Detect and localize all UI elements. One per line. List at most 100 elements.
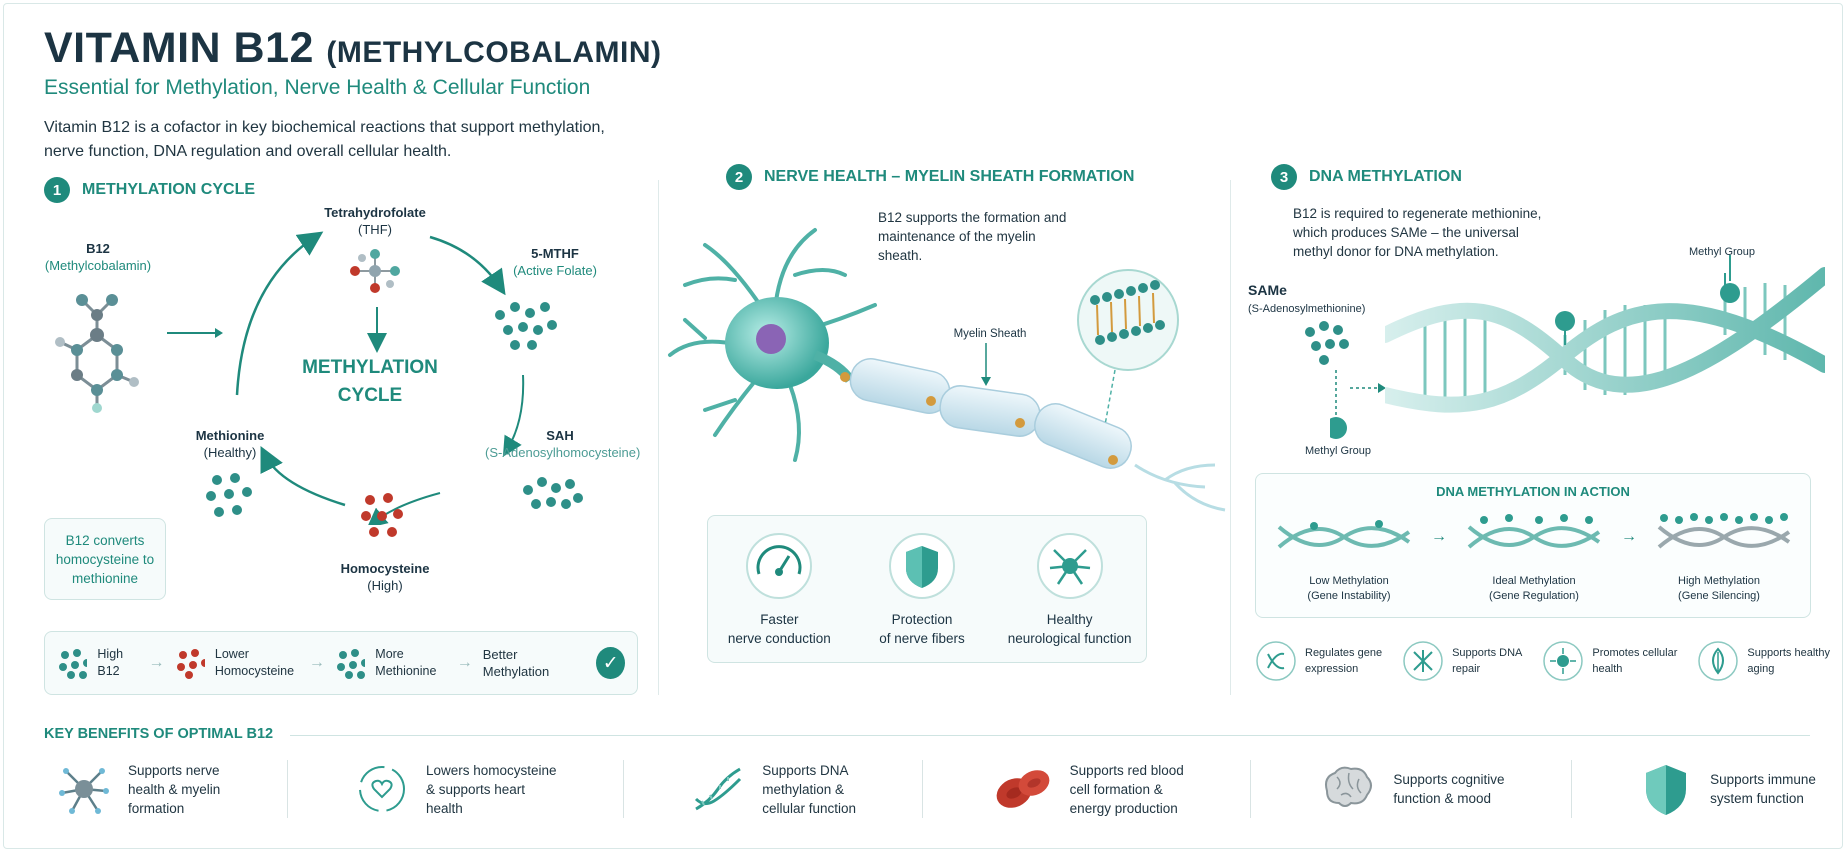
methyl-group-bottom-label: Methyl Group <box>1304 445 1372 457</box>
benefit-divider-4 <box>1250 760 1252 818</box>
brain-icon <box>1325 766 1373 807</box>
thf-label: Tetrahydrofolate (THF) <box>300 204 450 238</box>
methyl-connector <box>1330 370 1386 439</box>
dna-feature-1-l2: expression <box>1305 663 1359 675</box>
membrane-zoom-circle <box>1077 269 1179 371</box>
dna-feature-4: Supports healthy aging <box>1697 640 1830 682</box>
nerve-benefit-3-l1: Healthy <box>1046 612 1093 627</box>
benefit-divider-3 <box>922 760 924 818</box>
flow-arrow-2: → <box>308 654 325 671</box>
low-methylation-dna-icon <box>1277 520 1411 549</box>
key-benefit-5-l2: function & mood <box>1393 791 1491 806</box>
flow-step2-l2: Homocysteine <box>214 664 295 678</box>
thf-desc: (THF) <box>358 222 392 237</box>
title-sub: (METHYLCOBALAMIN) <box>326 36 662 69</box>
same-molecule-icon <box>1305 321 1349 365</box>
methylation-cycle-arrows <box>235 231 525 525</box>
neuron-icon <box>1036 533 1103 599</box>
section3-desc: B12 is required to regenerate methionine… <box>1293 206 1542 259</box>
state-ideal-l2: (Gene Regulation) <box>1489 590 1579 602</box>
homocysteine-desc: (High) <box>367 578 403 593</box>
key-benefit-1-l3: formation <box>128 800 185 816</box>
myelin-sheath-label: Myelin Sheath <box>953 328 1027 340</box>
nerve-benefit-3-l2: neurological function <box>1007 631 1132 646</box>
same-label: SAMe (S-Adenosylmethionine) <box>1248 282 1378 318</box>
section3-number: 3 <box>1271 164 1297 190</box>
dna-states-labels: Low Methylation(Gene Instability) Ideal … <box>1274 574 1794 604</box>
nerve-benefit-2-l2: of nerve fibers <box>879 631 965 646</box>
shield-icon <box>888 533 955 599</box>
page-title: VITAMIN B12 (METHYLCOBALAMIN) <box>44 24 661 73</box>
dna-feature-2-l2: repair <box>1452 663 1481 675</box>
dna-repair-icon <box>1403 641 1443 681</box>
page-subtitle: Essential for Methylation, Nerve Health … <box>44 76 591 99</box>
key-benefit-3-l1: Supports DNA <box>762 762 849 778</box>
key-benefit-4-l1: Supports red blood <box>1069 762 1184 778</box>
intro-text: Vitamin B12 is a cofactor in key biochem… <box>44 119 605 160</box>
cycle-center-line2: CYCLE <box>337 385 403 406</box>
red-blood-cell-icon <box>996 770 1050 808</box>
section3-heading: 3 DNA METHYLATION <box>1271 164 1462 190</box>
homocysteine-name: Homocysteine <box>340 561 430 576</box>
b12-note-box: B12 converts homocysteine to methionine <box>44 518 166 600</box>
key-benefits-title: KEY BENEFITS OF OPTIMAL B12 <box>44 726 274 742</box>
nerve-benefit-1-l2: nerve conduction <box>727 631 831 646</box>
dna-feature-3-l1: Promotes cellular <box>1592 647 1678 659</box>
divider-2 <box>1230 180 1231 695</box>
section2-heading: 2 NERVE HEALTH – MYELIN SHEATH FORMATION <box>726 164 1134 190</box>
dna-feature-2: Supports DNA repair <box>1402 640 1522 682</box>
dna-feature-4-l1: Supports healthy <box>1747 647 1830 659</box>
flow-step2-l1: Lower <box>214 647 249 661</box>
divider-1 <box>658 180 659 695</box>
flow-arrow-1: → <box>148 654 165 671</box>
dna-helix-icon <box>1385 267 1825 413</box>
thf-molecule-icon <box>350 249 400 293</box>
nerve-benefit-1: Faster nerve conduction <box>709 532 849 648</box>
methyl-group-top-icon <box>1720 255 1740 303</box>
dna-feature-1-l1: Regulates gene <box>1305 647 1383 659</box>
state-high-l2: (Gene Silencing) <box>1678 590 1760 602</box>
b12-dots-icon <box>59 649 88 679</box>
dna-feature-3-l2: health <box>1592 663 1623 675</box>
dna-features-row: Regulates gene expression Supports DNA rep… <box>1255 640 1830 682</box>
page-frame <box>3 3 1843 849</box>
state-high-l1: High Methylation <box>1678 575 1760 587</box>
dna-feature-2-l1: Supports DNA <box>1452 647 1523 659</box>
speedometer-icon <box>746 533 813 599</box>
title-main: VITAMIN B12 <box>44 24 314 72</box>
flow-step3-l1: More <box>375 647 404 661</box>
section2-title: NERVE HEALTH – MYELIN SHEATH FORMATION <box>764 168 1135 185</box>
section2-desc: B12 supports the formation and maintenan… <box>878 210 1067 263</box>
sah-name: SAH <box>546 428 574 443</box>
dna-check-icon <box>1256 641 1296 681</box>
cell-icon <box>1543 641 1584 681</box>
key-benefit-4-l2: cell formation & <box>1069 781 1163 797</box>
homocysteine-molecule-icon <box>361 493 403 537</box>
nerve-benefit-1-l1: Faster <box>760 612 799 627</box>
same-name: SAMe <box>1248 282 1287 298</box>
sah-molecule-icon <box>523 477 583 509</box>
mthf-molecule-icon <box>495 302 557 350</box>
methionine-label: Methionine (Healthy) <box>175 427 285 461</box>
sah-label: SAH (S-Adenosylhomocysteine) <box>485 427 640 461</box>
cycle-center-label: METHYLATION CYCLE <box>270 354 470 410</box>
myelin-pointer-arrow <box>981 343 991 386</box>
thf-name: Tetrahydrofolate <box>324 205 426 220</box>
key-benefit-2-l1: Lowers homocysteine <box>425 762 557 778</box>
flow-step1-l2: B12 <box>97 664 120 678</box>
cycle-center-line1: METHYLATION <box>302 357 438 378</box>
ideal-methylation-dna-icon <box>1467 514 1601 549</box>
section2-number: 2 <box>726 164 752 190</box>
dna-feature-4-l2: aging <box>1747 663 1775 675</box>
methionine-desc: (Healthy) <box>203 445 257 460</box>
benefit-divider-5 <box>1570 760 1572 818</box>
section3-title: DNA METHYLATION <box>1309 168 1462 185</box>
state-ideal-l1: Ideal Methylation <box>1492 575 1576 587</box>
